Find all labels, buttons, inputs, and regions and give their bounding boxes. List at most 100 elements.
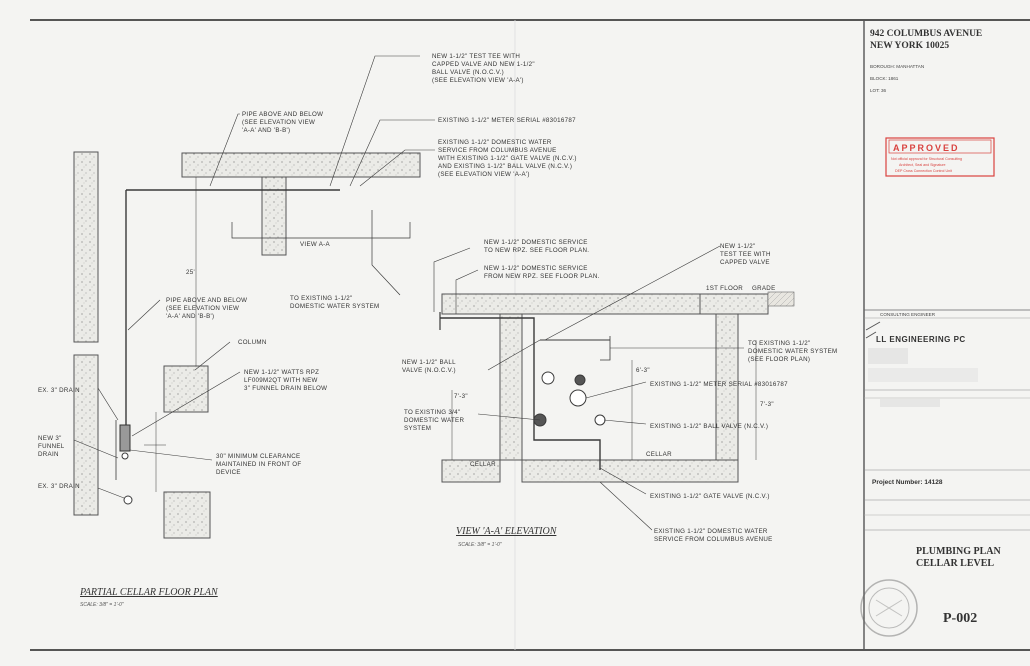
svg-text:NEW 1-1/2" TEST TEE WITH: NEW 1-1/2" TEST TEE WITH <box>432 53 520 60</box>
svg-text:'A-A' AND 'B-B'): 'A-A' AND 'B-B') <box>166 313 214 320</box>
svg-text:SERVICE FROM COLUMBUS AVENUE: SERVICE FROM COLUMBUS AVENUE <box>654 536 773 543</box>
note-elev-gate: EXISTING 1-1/2" GATE VALVE (N.C.V.) <box>650 493 770 500</box>
dim-7a: 7'-3" <box>454 393 468 400</box>
svg-text:DOMESTIC WATER: DOMESTIC WATER <box>404 417 464 424</box>
block: BLOCK: 1861 <box>870 76 899 81</box>
svg-text:DRAIN: DRAIN <box>38 451 59 458</box>
svg-text:SYSTEM: SYSTEM <box>404 425 431 432</box>
consulting-engineer-header: CONSULTING ENGINEER <box>880 312 936 317</box>
note-existing-meter: EXISTING 1-1/2" METER SERIAL #83016787 <box>438 117 576 124</box>
svg-text:NEW 1-1/2" BALL: NEW 1-1/2" BALL <box>402 359 456 366</box>
address-line2: NEW YORK 10025 <box>870 41 949 51</box>
firm-name: LL ENGINEERING PC <box>876 335 966 344</box>
svg-text:(SEE ELEVATION VIEW 'A-A'): (SEE ELEVATION VIEW 'A-A') <box>432 77 524 84</box>
svg-text:DOMESTIC WATER SYSTEM: DOMESTIC WATER SYSTEM <box>748 348 838 355</box>
floor-plan-annotations: NEW 1-1/2" TEST TEE WITH CAPPED VALVE AN… <box>38 53 577 608</box>
svg-text:(SEE ELEVATION VIEW 'A-A'): (SEE ELEVATION VIEW 'A-A') <box>438 171 530 178</box>
partial-cellar-floor-plan <box>73 55 435 539</box>
svg-text:AND EXISTING 1-1/2" BALL VALVE: AND EXISTING 1-1/2" BALL VALVE (N.C.V.) <box>438 163 572 170</box>
title-block: 942 COLUMBUS AVENUE NEW YORK 10025 BOROU… <box>860 29 1030 637</box>
lot: LOT: 36 <box>870 88 887 93</box>
dim-7b: 7'-3" <box>760 401 774 408</box>
stamp-title: APPROVED <box>893 143 960 153</box>
svg-text:NEW 1-1/2": NEW 1-1/2" <box>720 243 755 250</box>
svg-text:3" FUNNEL DRAIN BELOW: 3" FUNNEL DRAIN BELOW <box>244 385 327 392</box>
elevation-title: VIEW 'A-A' ELEVATION <box>456 526 558 537</box>
svg-text:CAPPED VALVE AND NEW 1-1/2": CAPPED VALVE AND NEW 1-1/2" <box>432 61 535 68</box>
firm-logo <box>865 321 881 339</box>
svg-text:NEW 1-1/2" DOMESTIC SERVICE: NEW 1-1/2" DOMESTIC SERVICE <box>484 265 588 272</box>
label-cellar-1: CELLAR <box>470 461 496 468</box>
note-elev-to-existing: TO EXISTING 1-1/2" DOMESTIC WATER SYSTEM… <box>748 340 838 363</box>
svg-text:TO EXISTING 1-1/2": TO EXISTING 1-1/2" <box>748 340 811 347</box>
stamp-line1: Not official approval for Structural Con… <box>891 157 962 161</box>
svg-text:NEW 3": NEW 3" <box>38 435 62 442</box>
svg-text:DEVICE: DEVICE <box>216 469 241 476</box>
svg-text:FROM NEW RPZ. SEE FLOOR PLAN.: FROM NEW RPZ. SEE FLOOR PLAN. <box>484 273 600 280</box>
drawing-title-line2: CELLAR LEVEL <box>916 558 994 569</box>
note-pipe-above-1: PIPE ABOVE AND BELOW (SEE ELEVATION VIEW… <box>242 111 323 134</box>
note-clearance: 30" MINIMUM CLEARANCE MAINTAINED IN FRON… <box>216 453 301 476</box>
project-number: Project Number: 14128 <box>872 479 943 486</box>
svg-text:PIPE ABOVE AND BELOW: PIPE ABOVE AND BELOW <box>242 111 323 118</box>
svg-text:(SEE FLOOR PLAN): (SEE FLOOR PLAN) <box>748 356 810 363</box>
elevation-view <box>433 245 795 531</box>
svg-text:30" MINIMUM CLEARANCE: 30" MINIMUM CLEARANCE <box>216 453 300 460</box>
elevation-scale: SCALE: 3/8" = 1'-0" <box>458 542 502 548</box>
stamp-line2: Architect, Seal and Signature <box>899 163 946 167</box>
svg-text:TEST TEE WITH: TEST TEE WITH <box>720 251 771 258</box>
note-new-service-from: NEW 1-1/2" DOMESTIC SERVICE FROM NEW RPZ… <box>484 265 600 280</box>
pe-seal <box>860 579 918 637</box>
stamp-line3: DEP Cross Connection Control Unit <box>895 169 952 173</box>
dim-6: 6'-3" <box>636 367 650 374</box>
borough: BOROUGH: MANHATTAN <box>870 64 924 69</box>
note-test-tee: NEW 1-1/2" TEST TEE WITH CAPPED VALVE AN… <box>432 53 535 84</box>
note-to-existing-34: TO EXISTING 3/4" DOMESTIC WATER SYSTEM <box>404 409 464 432</box>
svg-text:DOMESTIC WATER SYSTEM: DOMESTIC WATER SYSTEM <box>290 303 380 310</box>
svg-text:EXISTING 1-1/2" DOMESTIC WATER: EXISTING 1-1/2" DOMESTIC WATER <box>438 139 552 146</box>
approved-stamp: APPROVED Not official approval for Struc… <box>885 137 995 177</box>
note-existing-service: EXISTING 1-1/2" DOMESTIC WATER SERVICE F… <box>438 139 577 178</box>
svg-text:MAINTAINED IN FRONT OF: MAINTAINED IN FRONT OF <box>216 461 301 468</box>
note-rpz: NEW 1-1/2" WATTS RPZ LF009M2QT WITH NEW … <box>244 369 327 392</box>
svg-text:TO NEW RPZ. SEE FLOOR PLAN.: TO NEW RPZ. SEE FLOOR PLAN. <box>484 247 589 254</box>
note-new-service-to: NEW 1-1/2" DOMESTIC SERVICE TO NEW RPZ. … <box>484 239 589 254</box>
dim-25: 25' <box>186 269 195 276</box>
note-new-ball-valve: NEW 1-1/2" BALL VALVE (N.O.C.V.) <box>402 359 456 374</box>
svg-text:TO EXISTING 3/4": TO EXISTING 3/4" <box>404 409 460 416</box>
svg-text:CAPPED VALVE: CAPPED VALVE <box>720 259 770 266</box>
svg-text:WITH EXISTING 1-1/2" GATE VALV: WITH EXISTING 1-1/2" GATE VALVE (N.C.V.) <box>438 155 577 162</box>
note-new-funnel: NEW 3" FUNNEL DRAIN <box>38 435 65 458</box>
plan-title: PARTIAL CELLAR FLOOR PLAN <box>79 587 219 598</box>
svg-text:EXISTING 1-1/2" DOMESTIC WATER: EXISTING 1-1/2" DOMESTIC WATER <box>654 528 768 535</box>
drawing-title-line1: PLUMBING PLAN <box>916 546 1002 557</box>
address-line1: 942 COLUMBUS AVENUE <box>870 29 982 39</box>
plan-scale: SCALE: 3/8" = 1'-0" <box>80 602 124 608</box>
note-elev-service: EXISTING 1-1/2" DOMESTIC WATER SERVICE F… <box>654 528 773 543</box>
view-label: VIEW A-A <box>300 241 330 248</box>
svg-text:FUNNEL: FUNNEL <box>38 443 65 450</box>
svg-text:NEW 1-1/2" WATTS RPZ: NEW 1-1/2" WATTS RPZ <box>244 369 319 376</box>
note-elev-ball: EXISTING 1-1/2" BALL VALVE (N.C.V.) <box>650 423 768 430</box>
note-ex-drain-1: EX. 3" DRAIN <box>38 387 80 394</box>
label-first-floor: 1ST FLOOR <box>706 285 743 292</box>
label-cellar-2: CELLAR <box>646 451 672 458</box>
svg-text:'A-A' AND 'B-B'): 'A-A' AND 'B-B') <box>242 127 290 134</box>
note-elev-test-tee: NEW 1-1/2" TEST TEE WITH CAPPED VALVE <box>720 243 771 266</box>
svg-text:NEW 1-1/2" DOMESTIC SERVICE: NEW 1-1/2" DOMESTIC SERVICE <box>484 239 588 246</box>
elevation-annotations: NEW 1-1/2" DOMESTIC SERVICE TO NEW RPZ. … <box>402 239 838 548</box>
svg-text:(SEE ELEVATION VIEW: (SEE ELEVATION VIEW <box>242 119 315 126</box>
note-to-existing: TO EXISTING 1-1/2" DOMESTIC WATER SYSTEM <box>290 295 380 310</box>
label-grade: GRADE <box>752 285 776 292</box>
sheet-number: P-002 <box>943 611 977 626</box>
svg-text:PIPE ABOVE AND BELOW: PIPE ABOVE AND BELOW <box>166 297 247 304</box>
note-ex-drain-2: EX. 3" DRAIN <box>38 483 80 490</box>
svg-text:(SEE ELEVATION VIEW: (SEE ELEVATION VIEW <box>166 305 239 312</box>
svg-text:SERVICE FROM COLUMBUS AVENUE: SERVICE FROM COLUMBUS AVENUE <box>438 147 557 154</box>
note-column: COLUMN <box>238 339 267 346</box>
svg-text:TO EXISTING 1-1/2": TO EXISTING 1-1/2" <box>290 295 353 302</box>
note-pipe-above-2: PIPE ABOVE AND BELOW (SEE ELEVATION VIEW… <box>166 297 247 320</box>
svg-text:VALVE (N.O.C.V.): VALVE (N.O.C.V.) <box>402 367 456 374</box>
svg-text:LF009M2QT WITH NEW: LF009M2QT WITH NEW <box>244 377 318 384</box>
